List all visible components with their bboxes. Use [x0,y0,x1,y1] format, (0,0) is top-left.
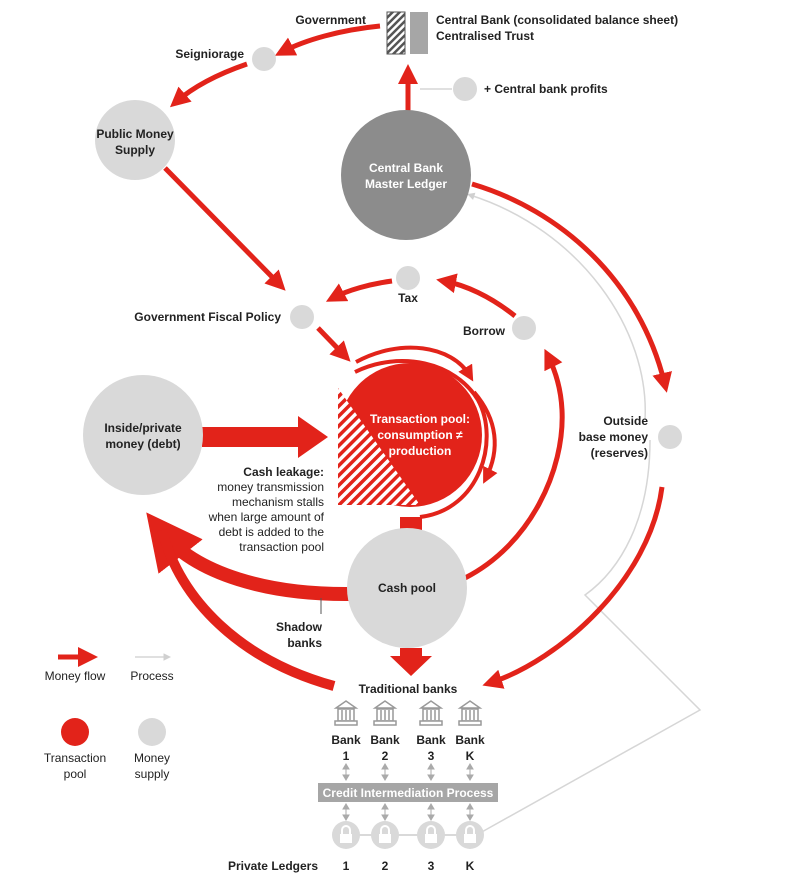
fiscal-policy-label: Government Fiscal Policy [134,310,281,324]
cash-pool-node [347,528,467,648]
tax-label: Tax [398,291,418,305]
bank-building-icon [333,700,359,726]
outside-base-label-1: Outside [603,414,648,428]
public-money-supply-node [95,100,175,180]
arrow-to-fiscal-policy [163,166,286,291]
legend-transaction-pool-label-1: Transaction [44,751,106,765]
legend-money-supply-label-1: Money [134,751,170,765]
nodes [83,47,682,648]
arrow-pool-right-arc [472,390,498,484]
text-labels: Government Central Bank (consolidated ba… [44,13,678,873]
arrow-outside-to-banks [482,486,665,689]
legend-transaction-pool-label-2: pool [64,767,87,781]
bank-name: Bank [331,733,361,747]
bank-id: 2 [382,749,389,763]
borrow-label: Borrow [463,324,506,338]
cash-leakage-line: debt is added to the [219,525,325,539]
bank-name: Bank [455,733,485,747]
tax-node [396,266,420,290]
shadow-banks-label-2: banks [287,636,322,650]
arrow-borrow-to-tax [436,273,517,318]
seigniorage-node [252,47,276,71]
ledger-lock-icon [456,821,484,849]
legend-money-supply-label-2: supply [135,767,170,781]
process-lines [420,88,702,834]
bank-icons [333,700,483,726]
ledger-id: K [466,859,475,873]
outside-base-label-3: (reserves) [591,446,648,460]
arrow-fiscal-to-pool [316,326,351,362]
bank-name: Bank [416,733,446,747]
bank-building-icon [457,700,483,726]
bank-id: 1 [343,749,350,763]
cash-pool-label: Cash pool [378,581,436,595]
cash-leakage-line: when large amount of [208,510,325,524]
ledger-id: 3 [428,859,435,873]
ledger-id: 1 [343,859,350,873]
inside-private-money-node [83,375,203,495]
ledger-lock-icon [371,821,399,849]
cb-ledger-label-1: Central Bank [369,161,443,175]
borrow-node [512,316,536,340]
central-bank-sheet-label: Central Bank (consolidated balance sheet… [436,13,678,27]
legend-transaction-pool-icon [61,718,89,746]
arrow-pool-outer-arc [355,345,474,382]
outside-base-money-node [658,425,682,449]
outside-base-label-2: base money [579,430,649,444]
arrow-ledger-to-outside [471,181,672,393]
arrow-tax-to-fiscal [325,278,393,302]
central-bank-profits-label: + Central bank profits [484,82,608,96]
bank-building-icon [372,700,398,726]
credit-intermediation-bar [318,783,498,802]
arrow-banks-to-inside-money [157,528,336,691]
arrow-cashpool-to-inside-money [146,512,353,602]
fiscal-policy-node [290,305,314,329]
arrow-to-public-money [169,61,248,108]
cash-leakage-title: Cash leakage: [243,465,324,479]
seigniorage-label: Seigniorage [175,47,244,61]
transaction-pool-label-2: consumption ≠ [377,428,463,442]
central-bank-profits-node [453,77,477,101]
cash-leakage-line: transaction pool [239,540,324,554]
bank-id: K [466,749,475,763]
central-bank-master-ledger-node [341,110,471,240]
legend-money-supply-icon [138,718,166,746]
public-money-label-2: Supply [115,143,155,157]
arrow-pool-inner-ring [354,359,489,519]
inside-money-label-2: money (debt) [105,437,180,451]
private-ledgers-label: Private Ledgers [228,859,318,873]
legend [58,647,171,746]
ledger-id: 2 [382,859,389,873]
transaction-pool-label-1: Transaction pool: [370,412,470,426]
ledger-lock-icon [332,821,360,849]
arrow-to-seigniorage [274,23,381,56]
central-bank-balance-sheet [386,11,428,55]
shadow-banks-label-1: Shadow [276,620,323,634]
cash-leakage-line: mechanism stalls [232,495,324,509]
traditional-banks-label: Traditional banks [359,682,458,696]
arrow-inside-to-pool [202,416,328,458]
ledger-lock-icon [417,821,445,849]
private-ledger-nodes [332,821,484,849]
public-money-label-1: Public Money [96,127,174,141]
centralised-trust-label: Centralised Trust [436,29,534,43]
bank-name: Bank [370,733,400,747]
legend-process-label: Process [130,669,173,683]
bank-id: 3 [428,749,435,763]
cash-leakage-line: money transmission [217,480,324,494]
transaction-pool-label-3: production [389,444,452,458]
government-label: Government [295,13,366,27]
cb-ledger-label-2: Master Ledger [365,177,447,191]
money-flows [146,23,672,691]
arrow-cashpool-to-borrow [463,348,565,581]
credit-connectors [342,763,474,821]
legend-money-flow-label: Money flow [45,669,106,683]
credit-intermediation-label: Credit Intermediation Process [323,786,494,800]
arrow-cashpool-to-banks [390,648,432,676]
inside-money-label-1: Inside/private [104,421,182,435]
bank-building-icon [418,700,444,726]
